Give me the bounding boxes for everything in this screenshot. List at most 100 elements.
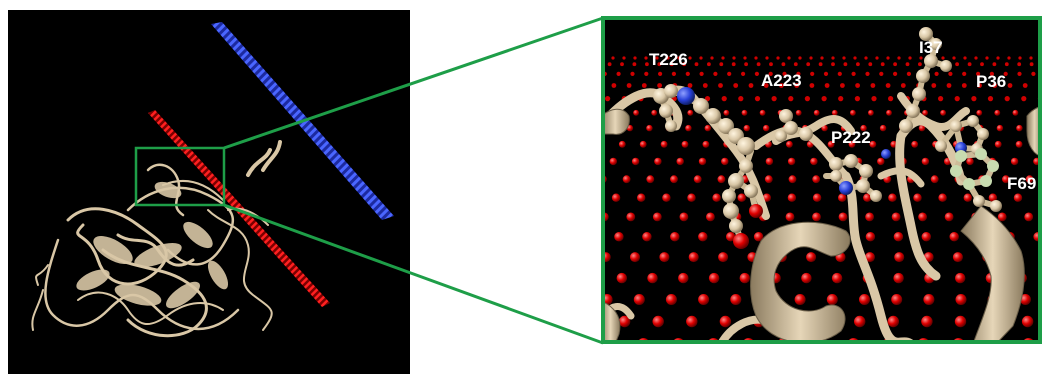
membrane-atom [897,56,901,60]
membrane-atom [765,56,769,60]
membrane-atom [938,193,947,202]
membrane-atom [743,124,750,132]
membrane-atom [827,140,835,148]
membrane-atom [831,109,838,116]
membrane-atom [820,56,824,60]
membrane-atom [875,56,879,60]
membrane-atom [963,193,972,202]
membrane-atom [818,62,823,67]
membrane-atom [976,109,983,116]
membrane-atom [955,272,966,284]
membrane-atom [682,62,686,67]
membrane-atom [967,62,972,67]
membrane-atom [946,83,952,88]
membrane-atom [1019,294,1031,305]
residue-label-a223: A223 [761,71,802,90]
membrane-atom [693,175,702,184]
membrane-atom [721,56,725,60]
membrane-atom [670,232,680,242]
membrane-atom [704,124,711,132]
membrane-atom [677,56,681,60]
membrane-atom [699,56,703,60]
membrane-atom [710,56,714,60]
membrane-atom [906,71,911,76]
membrane-atom [1029,62,1034,67]
membrane-atom [1003,71,1008,76]
membrane-atom [954,315,967,328]
membrane-atom [879,71,884,76]
membrane-atom [1016,124,1023,132]
membrane-atom [1012,109,1019,116]
residue-label-p36: P36 [976,72,1006,91]
membrane-atom [795,109,802,116]
membrane-atom [963,56,967,60]
membrane-atom [921,315,933,328]
membrane-atom [865,232,876,242]
membrane-atom [698,232,708,242]
membrane-atom [885,83,891,88]
membrane-atom [642,232,652,242]
membrane-atom [614,232,624,242]
zoom-selection-box [134,146,226,207]
membrane-atom [954,96,960,102]
membrane-atom [974,56,978,60]
membrane-atom [754,56,758,60]
membrane-atom [741,109,748,116]
membrane-atom [704,96,711,102]
membrane-atom [994,140,1002,148]
membrane-atom [812,212,821,222]
membrane-atom [657,62,662,67]
membrane-atom [894,252,905,263]
membrane-atom [782,71,787,76]
membrane-atom [626,212,636,222]
membrane-atom [865,71,870,76]
membrane-atom [809,83,815,88]
membrane-atom [806,62,811,67]
protein-helices [76,181,229,309]
membrane-atom [626,83,632,88]
membrane-atom [989,71,994,76]
membrane-atom [721,157,729,166]
membrane-atom [655,56,659,60]
membrane-atom [921,232,931,242]
membrane-atom [1029,56,1033,60]
membrane-atom [996,124,1004,132]
membrane-atom [948,71,953,76]
membrane-atom [605,96,611,102]
membrane-atom [737,193,746,202]
membrane-atom [618,315,631,328]
membrane-atom [987,96,994,102]
membrane-atom [888,193,897,202]
residue-label-t226: T226 [649,50,688,69]
membrane-atom [1007,83,1013,88]
membrane-atom [870,83,876,88]
membrane-atom [687,83,693,88]
membrane-atom [768,71,773,76]
membrane-atom [633,56,637,60]
membrane-atom [850,109,856,116]
membrane-atom [1018,56,1022,60]
membrane-atom [831,62,835,67]
membrane-atom [838,212,848,222]
membrane-atom [806,252,817,263]
membrane-atom [831,272,843,284]
membrane-atom [754,71,759,76]
membrane-atom [646,175,655,184]
membrane-atom [686,315,698,328]
membrane-atom [719,315,732,328]
membrane-atom [826,294,838,305]
membrane-atom [788,175,797,184]
membrane-atom [985,56,989,60]
membrane-atom [842,56,846,60]
membrane-atom [687,109,694,116]
connector-bottom [223,203,604,345]
membrane-atom [831,56,835,60]
membrane-atom [763,124,770,132]
membrane-atom [647,272,658,284]
zoom-scene: T226 A223 P222 I37 P36 F69 [601,27,1042,344]
membrane-atom [671,71,676,76]
membrane-atom [787,193,797,202]
membrane-atom [776,56,780,60]
membrane-atom [798,56,802,60]
